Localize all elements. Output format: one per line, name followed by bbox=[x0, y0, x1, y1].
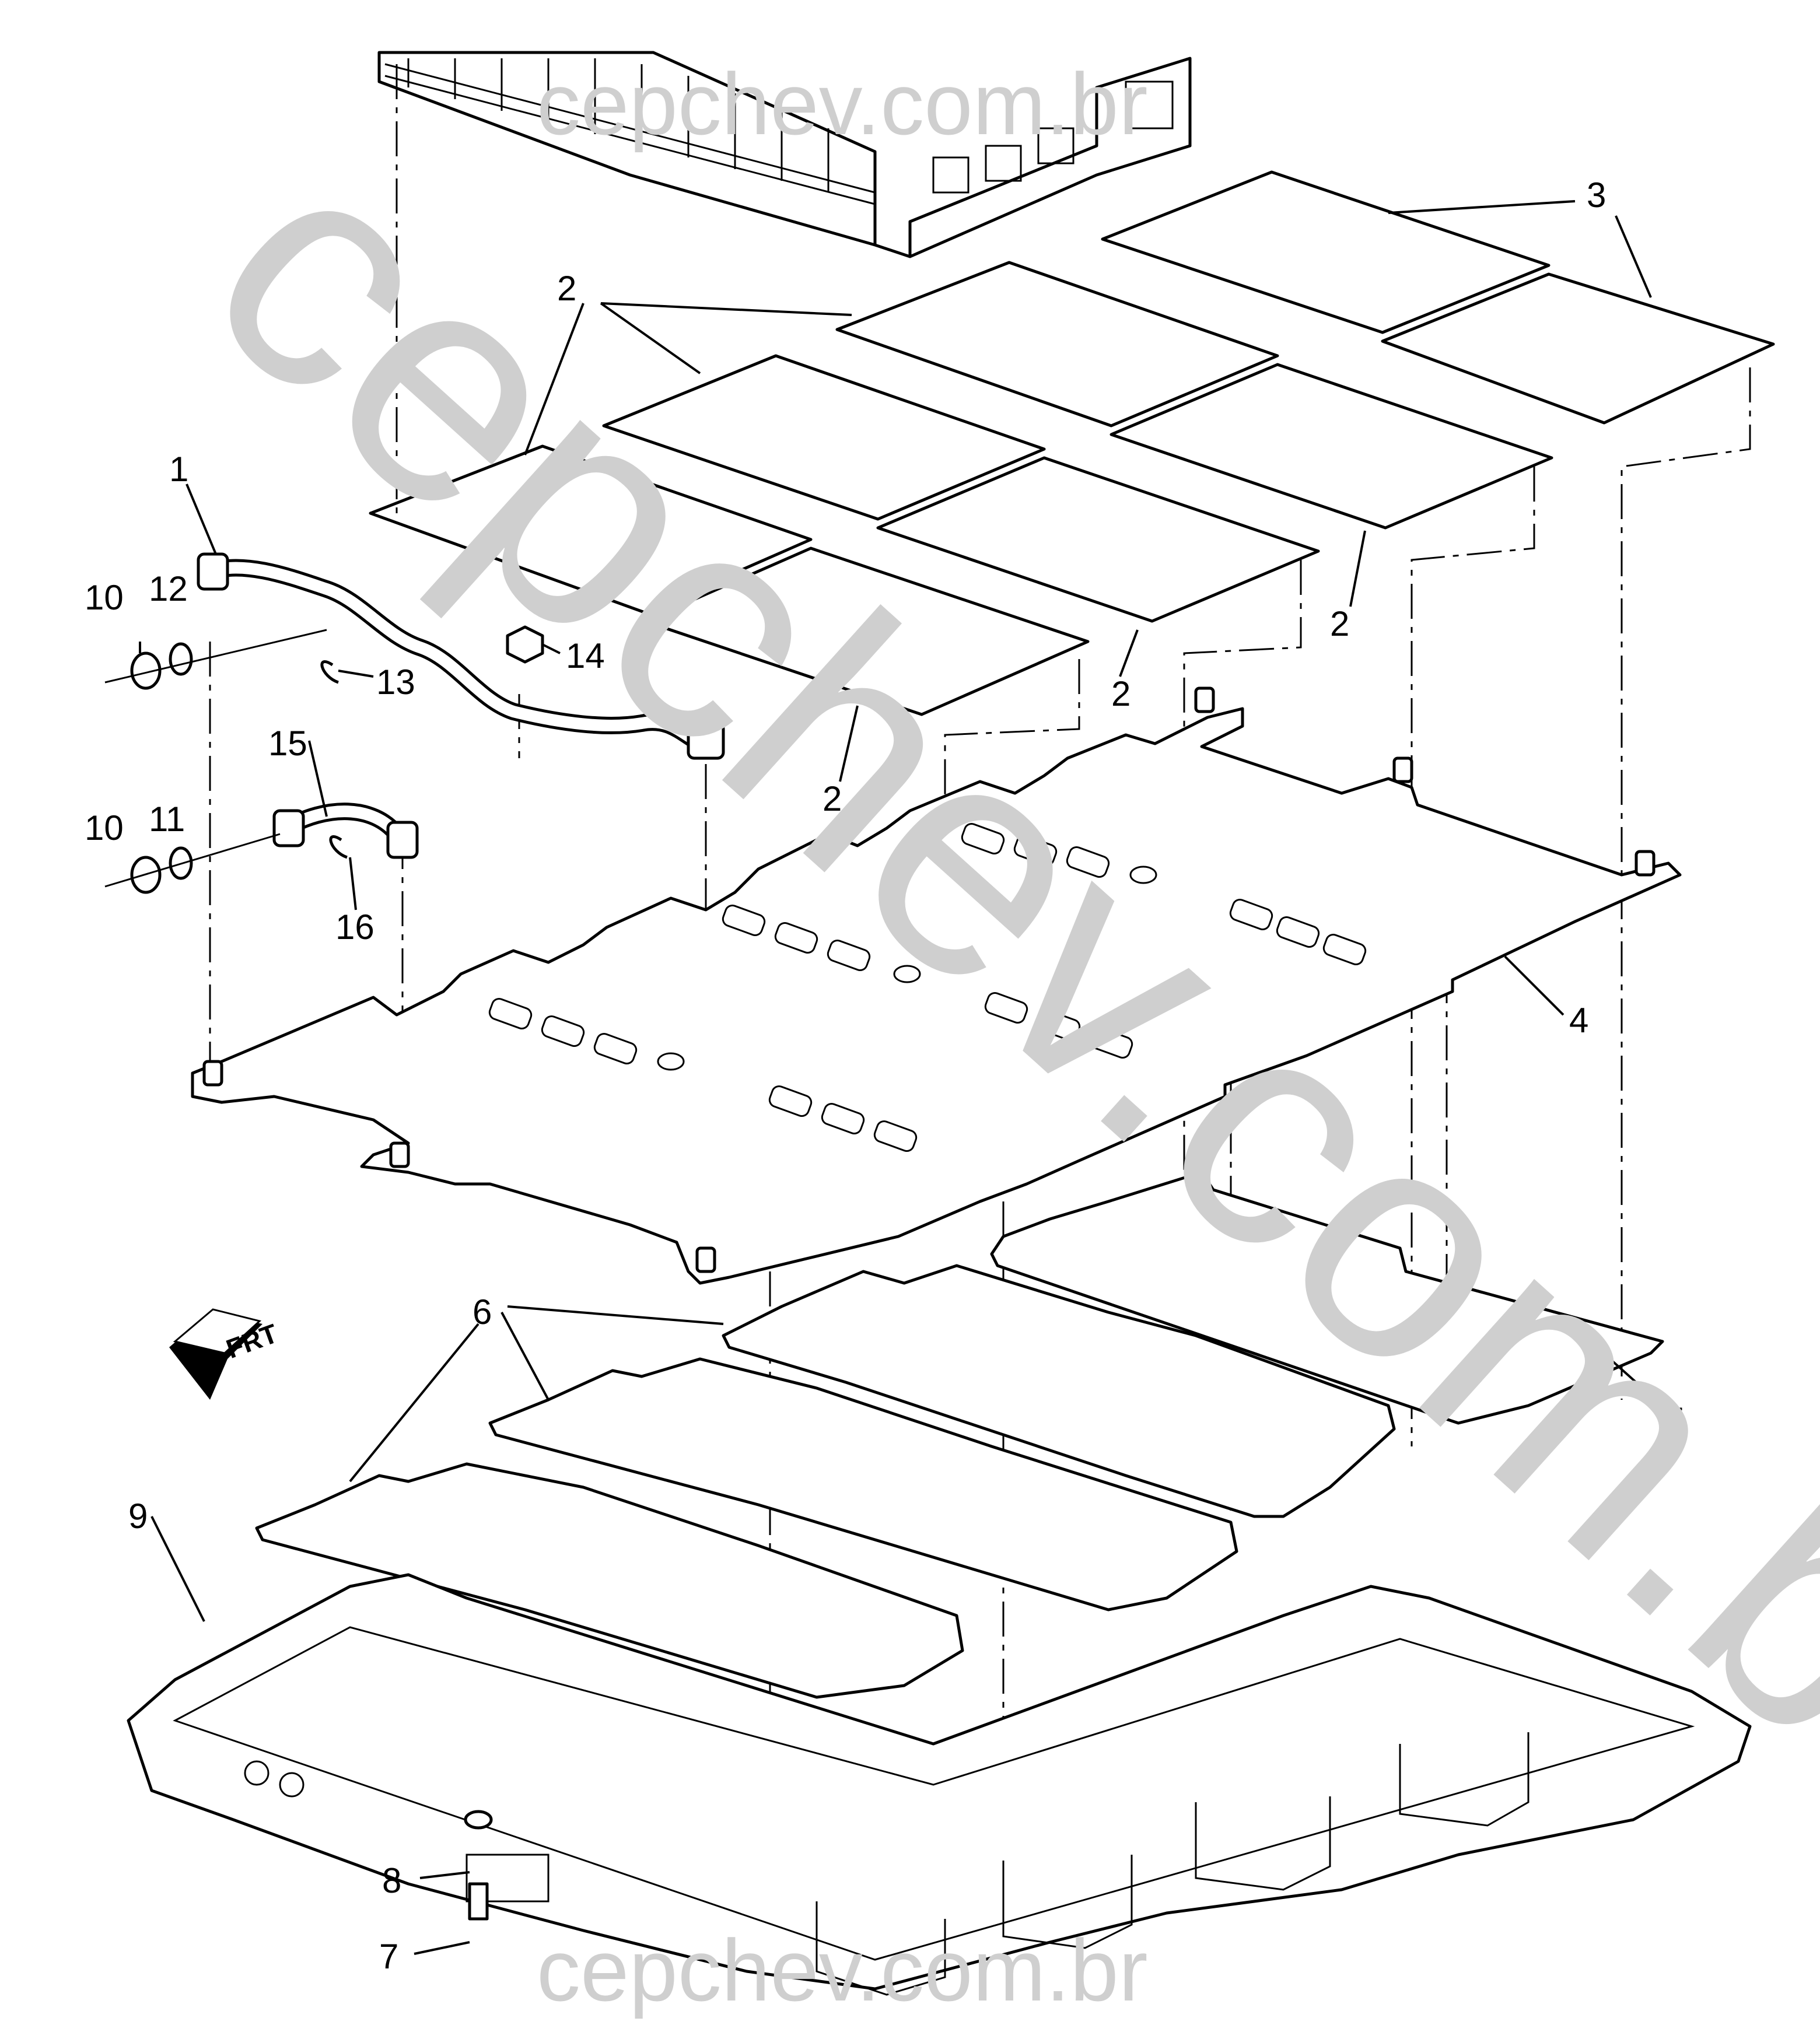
pad-2-group bbox=[369, 261, 1553, 716]
callout-2a: 2 bbox=[557, 269, 576, 308]
tray-brackets bbox=[244, 1732, 1530, 1996]
callout-14: 14 bbox=[566, 636, 605, 675]
gasket-5 bbox=[990, 1171, 1664, 1425]
sheet-6-group bbox=[255, 1264, 1396, 1699]
leader-lines bbox=[139, 200, 1667, 1955]
pad-3-group bbox=[1101, 170, 1775, 425]
callout-2b: 2 bbox=[1330, 604, 1349, 643]
watermark-bottom: cepchev.com.br bbox=[537, 1921, 1148, 2019]
watermark-top: cepchev.com.br bbox=[537, 55, 1148, 153]
hardware-parts bbox=[104, 625, 544, 1921]
battery-tray-9 bbox=[127, 1573, 1752, 1996]
callout-3: 3 bbox=[1587, 176, 1606, 215]
callout-7: 7 bbox=[379, 1937, 398, 1976]
upper-tray-studs bbox=[202, 686, 1656, 1273]
front-arrow-icon bbox=[169, 1308, 262, 1400]
callout-11: 11 bbox=[149, 800, 185, 839]
upper-tray-4 bbox=[191, 686, 1682, 1285]
callout-13: 13 bbox=[376, 663, 415, 702]
coolant-pipe-1 bbox=[197, 552, 725, 760]
upper-tray-cutouts bbox=[488, 822, 1367, 1152]
callout-2d: 2 bbox=[822, 779, 842, 818]
callout-5: 5 bbox=[1665, 1400, 1685, 1439]
callout-2c: 2 bbox=[1111, 674, 1130, 713]
callout-15: 15 bbox=[268, 724, 307, 763]
callout-16: 16 bbox=[335, 908, 374, 947]
callout-labels: 1 2 2 2 2 3 4 5 6 7 8 9 10 10 11 12 13 1… bbox=[85, 176, 1685, 1976]
callout-4: 4 bbox=[1569, 1001, 1588, 1040]
callout-9: 9 bbox=[128, 1497, 148, 1536]
coolant-pipe-15 bbox=[272, 803, 419, 859]
callout-1: 1 bbox=[169, 450, 188, 489]
callout-12: 12 bbox=[149, 569, 188, 608]
callout-10b: 10 bbox=[85, 808, 124, 847]
battery-module-top bbox=[377, 51, 1192, 258]
callout-10a: 10 bbox=[85, 578, 124, 617]
callout-8: 8 bbox=[382, 1861, 401, 1900]
callout-6: 6 bbox=[473, 1292, 492, 1332]
